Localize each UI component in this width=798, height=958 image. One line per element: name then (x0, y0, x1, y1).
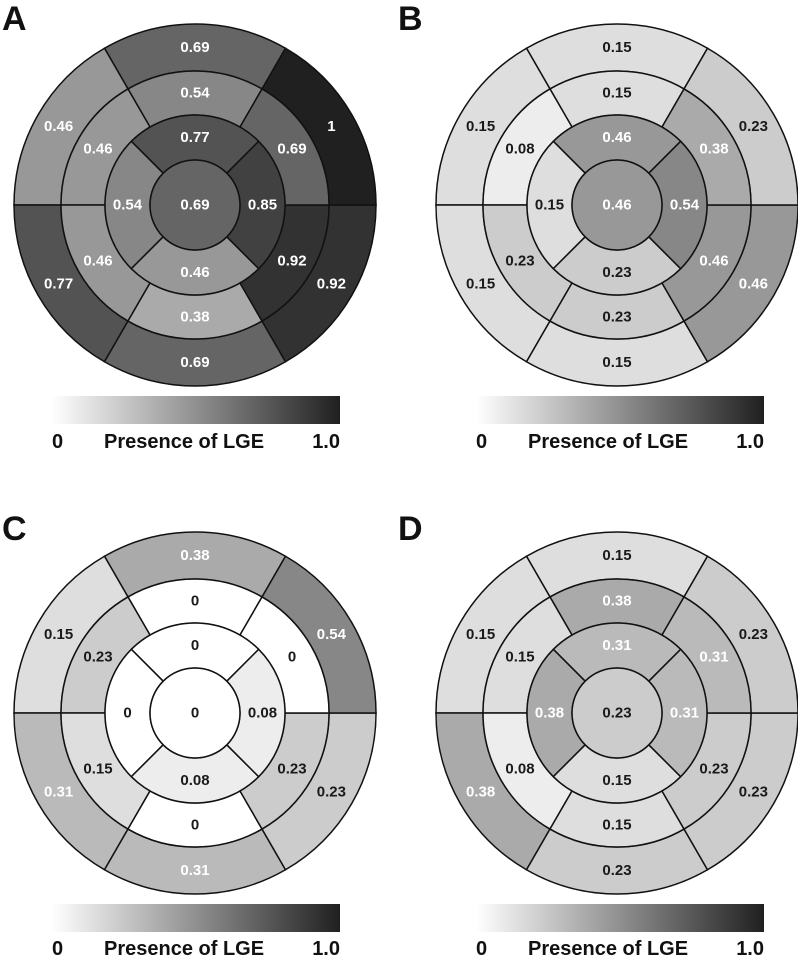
panel-c: 0.38 0.15 0.31 0.31 0.23 0.54 0 0.23 0.15 0 0.23 0 0… (2, 510, 377, 958)
colorbar (476, 904, 764, 932)
segment-apical-4-label: 0.31 (670, 705, 699, 722)
segment-apex (149, 667, 241, 759)
colorbar-max-label: 1.0 (312, 938, 340, 958)
segment-basal-2-label: 0.15 (466, 626, 495, 643)
panel-d: 0.15 0.15 0.38 0.23 0.23 0.23 0.38 0.15 0.08 0.15… (398, 510, 798, 958)
segment-mid-2-label: 0.23 (83, 649, 112, 666)
colorbar (52, 904, 340, 932)
segment-basal-1-label: 0.38 (180, 547, 209, 564)
segment-apical-2-label: 0.15 (535, 197, 564, 214)
colorbar-min-label: 0 (476, 431, 487, 453)
segment-mid-2-label: 0.46 (83, 141, 112, 158)
segment-apical-3-label: 0.23 (602, 264, 631, 281)
segment-mid-3-label: 0.46 (83, 253, 112, 270)
segment-basal-4-label: 0.15 (602, 354, 631, 371)
segment-basal-2-label: 0.15 (466, 118, 495, 135)
segment-mid-4-label: 0.38 (180, 309, 209, 326)
segment-mid-3-label: 0.15 (83, 761, 112, 778)
segment-apex-label: 0.69 (180, 197, 209, 214)
segment-mid-6-label: 0.31 (699, 649, 728, 666)
segment-apex (571, 667, 663, 759)
panel-letter: D (398, 510, 423, 548)
segment-mid-6-label: 0 (288, 649, 296, 666)
segment-mid-5-label: 0.92 (277, 253, 306, 270)
segment-basal-6-label: 0.23 (739, 626, 768, 643)
segment-apical-3-label: 0.15 (602, 772, 631, 789)
segment-apical-3-label: 0.46 (180, 264, 209, 281)
segment-basal-6-label: 0.23 (739, 118, 768, 135)
segment-mid-3-label: 0.08 (505, 761, 534, 778)
segment-basal-5-label: 0.92 (317, 275, 346, 292)
colorbar-max-label: 1.0 (736, 431, 764, 453)
segment-basal-3-label: 0.15 (466, 275, 495, 292)
segment-mid-6-label: 0.38 (699, 141, 728, 158)
segment-apical-2-label: 0.54 (113, 197, 143, 214)
segment-basal-5-label: 0.23 (317, 783, 346, 800)
segment-mid-5-label: 0.23 (699, 761, 728, 778)
segment-basal-1-label: 0.15 (602, 39, 631, 56)
segment-basal-4-label: 0.23 (602, 862, 631, 879)
colorbar-max-label: 1.0 (736, 938, 764, 958)
segment-mid-1-label: 0.15 (602, 85, 631, 102)
segment-apex-label: 0.23 (602, 705, 631, 722)
segment-basal-4-label: 0.31 (180, 862, 209, 879)
segment-mid-2-label: 0.15 (505, 649, 534, 666)
colorbar-title: Presence of LGE (104, 431, 264, 453)
segment-mid-2-label: 0.08 (505, 141, 534, 158)
segment-basal-5-label: 0.23 (739, 783, 768, 800)
segment-basal-2-label: 0.15 (44, 626, 73, 643)
segment-mid-4-label: 0.15 (602, 817, 631, 834)
segment-apex-label: 0 (191, 705, 199, 722)
segment-mid-1-label: 0 (191, 593, 199, 610)
colorbar-title: Presence of LGE (528, 938, 688, 958)
segment-apex (571, 159, 663, 251)
segment-apical-4-label: 0.08 (248, 705, 277, 722)
panel-a: 0.69 0.46 0.77 0.69 0.92 1 0.54 0.46 0.46 0.38 0.9… (2, 0, 377, 453)
segment-mid-1-label: 0.38 (602, 593, 631, 610)
segment-apical-4-label: 0.85 (248, 197, 277, 214)
colorbar-max-label: 1.0 (312, 431, 340, 453)
segment-apical-2-label: 0 (123, 705, 131, 722)
segment-apical-1-label: 0.46 (602, 129, 631, 146)
colorbar-min-label: 0 (476, 938, 487, 958)
panel-letter: A (2, 0, 27, 38)
segment-apical-1-label: 0.77 (180, 129, 209, 146)
segment-basal-3-label: 0.77 (44, 275, 73, 292)
segment-apical-2-label: 0.38 (535, 705, 564, 722)
segment-basal-3-label: 0.31 (44, 783, 73, 800)
segment-basal-5-label: 0.46 (739, 275, 768, 292)
segment-mid-1-label: 0.54 (180, 85, 210, 102)
segment-mid-4-label: 0.23 (602, 309, 631, 326)
segment-basal-2-label: 0.46 (44, 118, 73, 135)
segment-apical-4-label: 0.54 (670, 197, 700, 214)
panel-letter: C (2, 510, 27, 548)
panel-b: 0.15 0.15 0.15 0.15 0.46 0.23 0.15 0.08 0.23 0.23… (398, 0, 798, 453)
colorbar-title: Presence of LGE (104, 938, 264, 958)
colorbar-min-label: 0 (52, 938, 63, 958)
panel-letter: B (398, 0, 423, 38)
segment-mid-6-label: 0.69 (277, 141, 306, 158)
segment-mid-3-label: 0.23 (505, 253, 534, 270)
segment-apical-1-label: 0 (191, 637, 199, 654)
colorbar-title: Presence of LGE (528, 431, 688, 453)
segment-mid-5-label: 0.23 (277, 761, 306, 778)
segment-basal-1-label: 0.15 (602, 547, 631, 564)
segment-basal-6-label: 0.54 (317, 626, 347, 643)
segment-apical-3-label: 0.08 (180, 772, 209, 789)
segment-basal-1-label: 0.69 (180, 39, 209, 56)
segment-apex-label: 0.46 (602, 197, 631, 214)
colorbar-min-label: 0 (52, 431, 63, 453)
segment-apex (149, 159, 241, 251)
segment-basal-6-label: 1 (327, 118, 335, 135)
segment-basal-4-label: 0.69 (180, 354, 209, 371)
segment-apical-1-label: 0.31 (602, 637, 631, 654)
segment-mid-4-label: 0 (191, 817, 199, 834)
colorbar (476, 396, 764, 424)
segment-mid-5-label: 0.46 (699, 253, 728, 270)
colorbar (52, 396, 340, 424)
segment-basal-3-label: 0.38 (466, 783, 495, 800)
